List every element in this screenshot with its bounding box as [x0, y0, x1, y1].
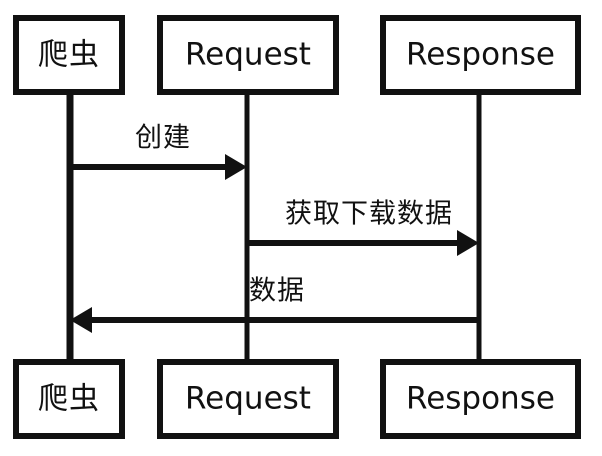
participant-box-bottom-request-rect [157, 359, 339, 439]
message-msg-fetch-download-data: 获取下载数据 [247, 199, 479, 256]
participant-box-top-request-rect [157, 15, 339, 95]
message-msg-create: 创建 [70, 123, 247, 180]
message-label-msg-data: 数据 [249, 276, 305, 307]
arrow-head-msg-create [225, 154, 247, 180]
participant-box-bottom-response-rect [380, 359, 581, 439]
participant-box-bottom-response: Response [380, 359, 581, 439]
participant-box-top-response-rect [380, 15, 581, 95]
participant-box-bottom-response-label: Response [406, 381, 555, 417]
message-label-msg-fetch-download-data: 获取下载数据 [285, 199, 453, 230]
participant-box-top-response-label: Response [406, 37, 555, 73]
participant-box-bottom-crawler: 爬虫 [13, 359, 125, 439]
participant-box-top-request-label: Request [185, 37, 311, 73]
participant-box-top-crawler: 爬虫 [13, 15, 125, 95]
top-participant-boxes: 爬虫 Request Response [13, 15, 581, 95]
participant-box-top-crawler-rect [13, 15, 125, 95]
bottom-participant-boxes: 爬虫 Request Response [13, 359, 581, 439]
arrow-head-msg-data [70, 307, 92, 333]
participant-box-bottom-crawler-rect [13, 359, 125, 439]
participant-box-bottom-request: Request [157, 359, 339, 439]
arrow-head-msg-fetch-download-data [457, 230, 479, 256]
participant-box-top-response: Response [380, 15, 581, 95]
participant-box-top-crawler-label: 爬虫 [38, 38, 100, 73]
message-label-msg-create: 创建 [135, 123, 191, 154]
participant-box-bottom-crawler-label: 爬虫 [38, 382, 100, 417]
participant-box-top-request: Request [157, 15, 339, 95]
message-msg-data: 数据 [70, 276, 479, 333]
participant-box-bottom-request-label: Request [185, 381, 311, 417]
